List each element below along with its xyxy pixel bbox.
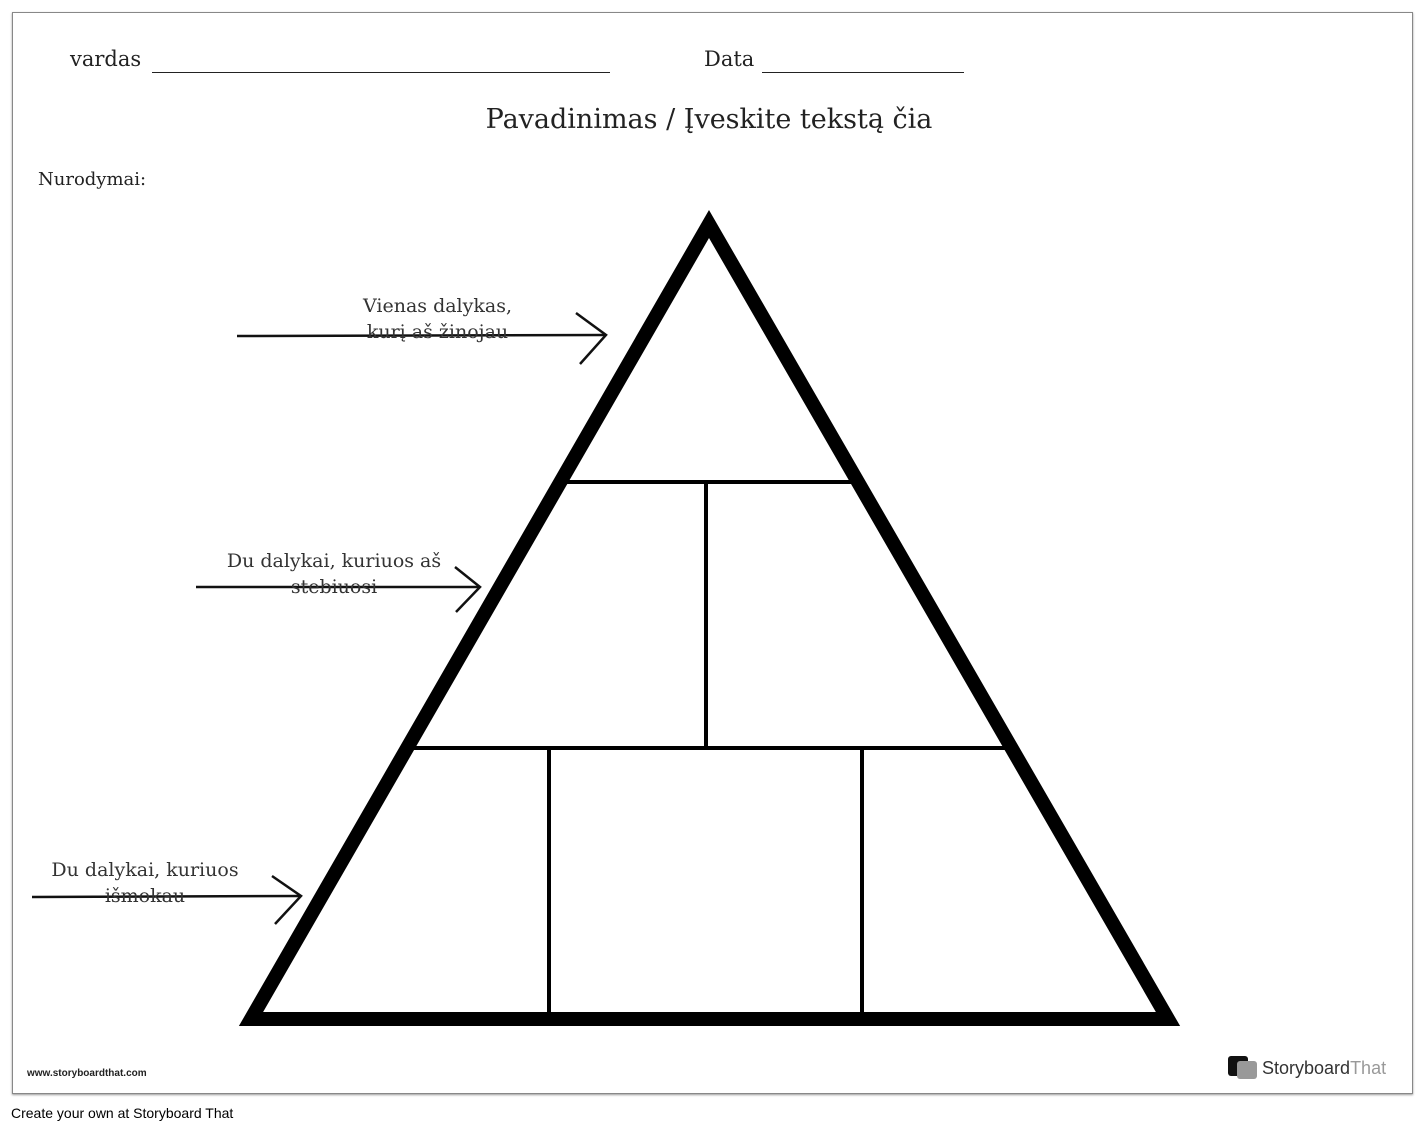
worksheet-title[interactable]: Pavadinimas / Įveskite tekstą čia (485, 104, 933, 135)
arrow-bottom (31, 874, 303, 925)
arrow-middle (196, 566, 482, 613)
date-label: Data (704, 47, 755, 71)
label-one-thing-knew[interactable]: Vienas dalykas, kurį aš žinojau (330, 293, 545, 345)
create-own-link[interactable]: Create your own at Storyboard That (11, 1105, 234, 1121)
name-label: vardas (70, 47, 142, 71)
instructions-label: Nurodymai: (38, 169, 147, 190)
worksheet-page (12, 12, 1413, 1094)
label-line: Vienas dalykas, (363, 295, 512, 317)
pyramid-outline (238, 209, 1181, 1026)
label-line: Du dalykai, kuriuos aš (226, 550, 442, 572)
label-two-things-learned[interactable]: Du dalykai, kuriuos išmokau (40, 857, 250, 909)
name-field[interactable] (152, 72, 610, 73)
logo-text: That (1350, 1057, 1387, 1078)
label-line: išmokau (104, 885, 186, 907)
speech-bubble-icon (1228, 1056, 1258, 1080)
label-two-things-wonder[interactable]: Du dalykai, kuriuos aš stebiuosi (200, 548, 468, 600)
label-line: kurį aš žinojau (366, 321, 509, 343)
footer-url: www.storyboardthat.com (27, 1068, 147, 1079)
date-field[interactable] (762, 72, 964, 73)
arrow-top (236, 311, 608, 365)
logo-text: Storyboard (1262, 1057, 1351, 1078)
label-line: stebiuosi (290, 576, 378, 598)
label-line: Du dalykai, kuriuos (51, 859, 239, 881)
